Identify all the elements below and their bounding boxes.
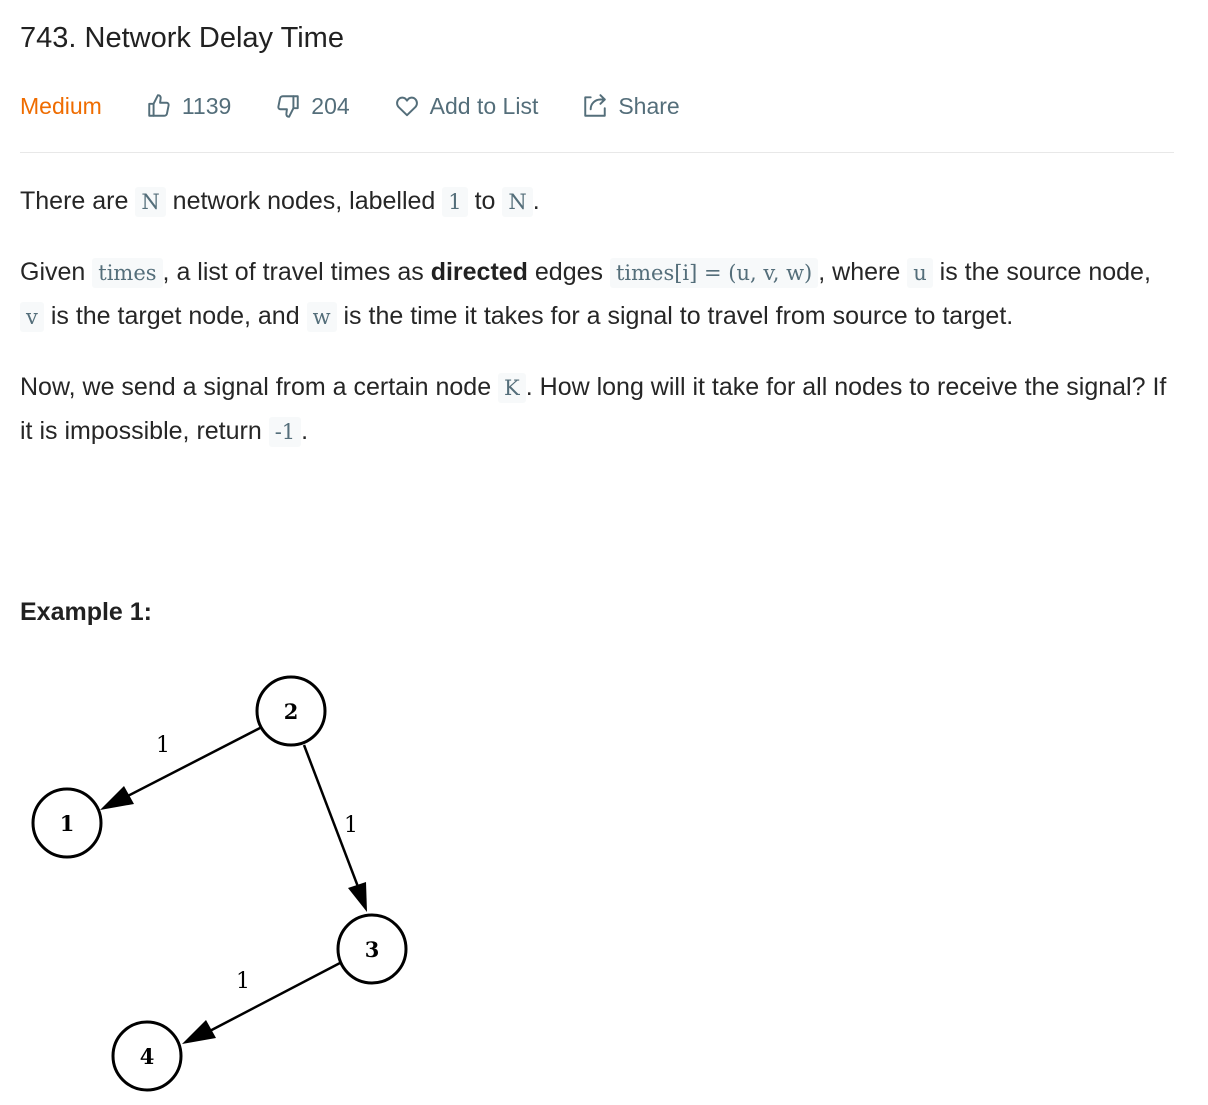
description-paragraph: Given times, a list of travel times as d… bbox=[20, 251, 1174, 339]
inline-code: N bbox=[502, 187, 533, 217]
dislike-button[interactable]: 204 bbox=[275, 92, 350, 120]
inline-code: times[i] = (u, v, w) bbox=[609, 258, 819, 288]
add-to-list-label: Add to List bbox=[429, 92, 539, 119]
node-label: 2 bbox=[284, 699, 299, 724]
text: is the source node, bbox=[932, 258, 1151, 286]
problem-meta-bar: Medium 1139 204 Add to List bbox=[20, 88, 724, 124]
node-label: 3 bbox=[365, 937, 380, 962]
graph-edge bbox=[302, 744, 362, 893]
difficulty-label: Medium bbox=[20, 92, 102, 119]
inline-code: u bbox=[907, 258, 933, 288]
node-label: 4 bbox=[140, 1044, 155, 1069]
edge-weight: 1 bbox=[156, 733, 170, 758]
bold-text: directed bbox=[430, 258, 528, 286]
divider bbox=[20, 152, 1174, 153]
graph-edge bbox=[119, 726, 261, 802]
add-to-list-button[interactable]: Add to List bbox=[394, 92, 539, 120]
graph-node bbox=[255, 675, 327, 747]
arrowhead-icon bbox=[182, 1020, 216, 1044]
like-count: 1139 bbox=[181, 92, 232, 119]
inline-code: N bbox=[135, 187, 166, 217]
inline-code: w bbox=[306, 302, 337, 332]
description-paragraph: Now, we send a signal from a certain nod… bbox=[20, 366, 1174, 454]
graph-node bbox=[111, 1020, 183, 1092]
problem-description: There are N network nodes, labelled 1 to… bbox=[20, 180, 1174, 481]
problem-title: 743. Network Delay Time bbox=[20, 22, 344, 54]
thumbs-down-icon bbox=[277, 95, 300, 118]
text: Given bbox=[20, 258, 93, 286]
inline-code: times bbox=[92, 258, 163, 288]
arrowhead-icon bbox=[100, 786, 134, 810]
text: . How long will it take for all nodes to… bbox=[20, 373, 1167, 445]
share-label: Share bbox=[618, 92, 680, 119]
example-graph: 1 1 1 2 1 3 4 bbox=[31, 675, 408, 1092]
dislike-count: 204 bbox=[311, 92, 350, 119]
edge-weight: 1 bbox=[344, 813, 358, 838]
node-label: 1 bbox=[60, 811, 75, 836]
text: is the time it takes for a signal to tra… bbox=[336, 302, 1014, 330]
text: network nodes, labelled bbox=[165, 187, 443, 215]
inline-code: K bbox=[498, 373, 526, 403]
text: , a list of travel times as bbox=[162, 258, 431, 286]
graph-edge bbox=[203, 961, 341, 1036]
text: There are bbox=[20, 187, 136, 215]
text: edges bbox=[527, 258, 610, 286]
thumbs-up-icon bbox=[148, 94, 170, 117]
text: Now, we send a signal from a certain nod… bbox=[20, 373, 499, 401]
inline-code: v bbox=[20, 302, 44, 332]
inline-code: -1 bbox=[268, 417, 302, 447]
example-heading: Example 1: bbox=[20, 598, 153, 626]
like-button[interactable]: 1139 bbox=[146, 93, 231, 120]
share-button[interactable]: Share bbox=[582, 92, 680, 120]
arrowhead-icon bbox=[348, 882, 367, 912]
description-paragraph: There are N network nodes, labelled 1 to… bbox=[20, 180, 1174, 224]
text: . bbox=[301, 417, 309, 445]
graph-node bbox=[31, 787, 103, 859]
text: is the target node, and bbox=[43, 302, 307, 330]
graph-node bbox=[336, 913, 408, 985]
heart-icon bbox=[395, 96, 418, 117]
text: , where bbox=[818, 258, 908, 286]
text: . bbox=[532, 187, 540, 215]
text: to bbox=[467, 187, 503, 215]
share-icon bbox=[584, 94, 607, 117]
edge-weight: 1 bbox=[236, 969, 250, 994]
inline-code: 1 bbox=[442, 187, 468, 217]
